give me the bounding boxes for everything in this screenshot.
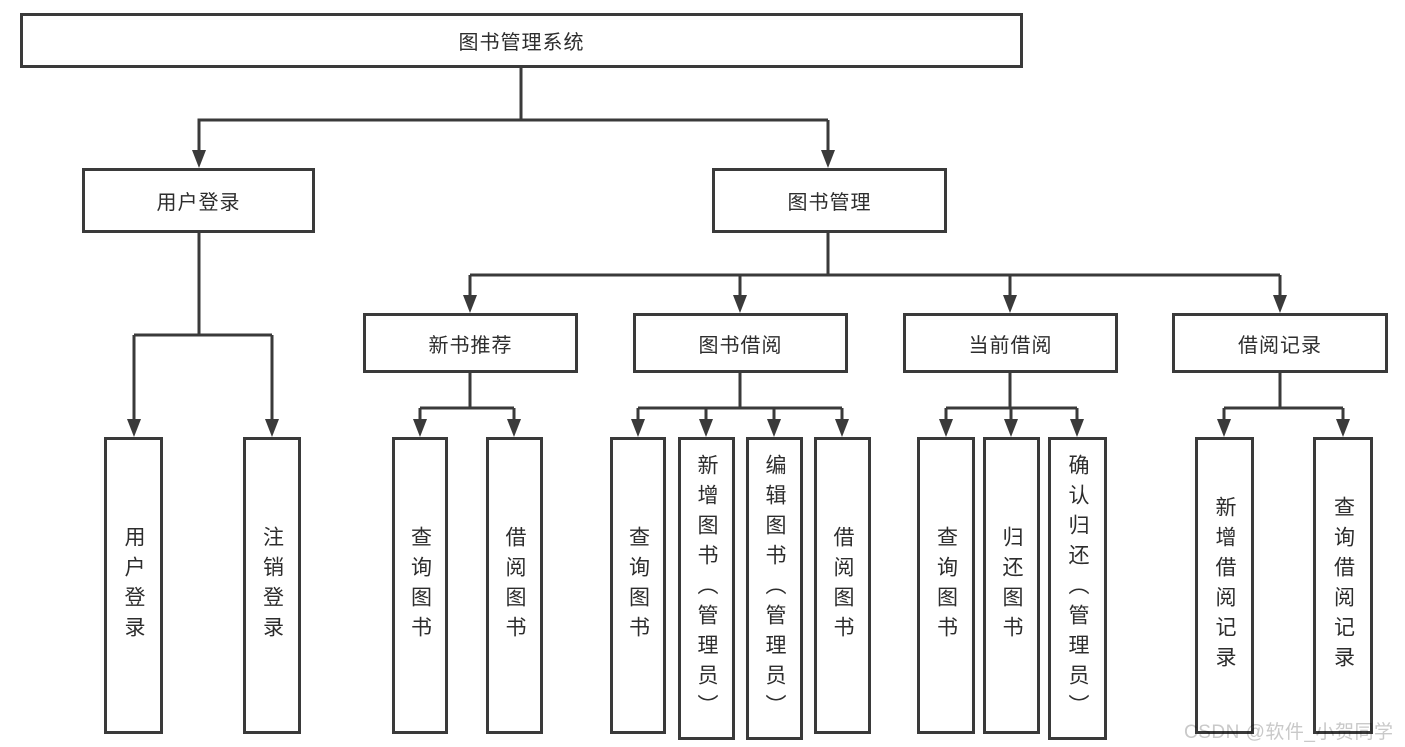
arrowhead-icon (265, 419, 279, 437)
arrowhead-icon (1004, 419, 1018, 437)
arrowhead-icon (939, 419, 953, 437)
arrowhead-icon (1336, 419, 1350, 437)
leaf-query-books-current: 查询图书 (917, 437, 975, 734)
connector-user-login (132, 233, 274, 421)
leaf-borrow-books: 借阅图书 (814, 437, 871, 734)
leaf-query-borrow-record: 查询借阅记录 (1313, 437, 1373, 734)
leaf-return-books: 归还图书 (983, 437, 1040, 734)
connector-new-book (418, 373, 516, 421)
arrowhead-icon (413, 419, 427, 437)
node-current-borrow: 当前借阅 (903, 313, 1118, 373)
node-root: 图书管理系统 (20, 13, 1023, 68)
leaf-user-login: 用户登录 (104, 437, 163, 734)
arrowhead-icon (463, 295, 477, 313)
connector-book-mgmt (468, 233, 1282, 297)
leaf-add-borrow-record: 新增借阅记录 (1195, 437, 1254, 734)
leaf-edit-books-admin: 编辑图书（管理员） (746, 437, 803, 740)
arrowhead-icon (1003, 295, 1017, 313)
node-new-book-recommend: 新书推荐 (363, 313, 578, 373)
arrowhead-icon (127, 419, 141, 437)
arrowheads (127, 150, 1350, 437)
node-book-management: 图书管理 (712, 168, 947, 233)
arrowhead-icon (767, 419, 781, 437)
leaf-add-books-admin: 新增图书（管理员） (678, 437, 735, 740)
leaf-borrow-books-recommend: 借阅图书 (486, 437, 543, 734)
connector-lines (132, 68, 1345, 421)
connector-borrow-records (1222, 373, 1345, 421)
connector-root (197, 68, 830, 152)
arrowhead-icon (1070, 419, 1084, 437)
node-user-login: 用户登录 (82, 168, 315, 233)
arrowhead-icon (631, 419, 645, 437)
arrowhead-icon (1273, 295, 1287, 313)
connector-current-borrow (944, 373, 1079, 421)
node-borrow-records: 借阅记录 (1172, 313, 1388, 373)
arrowhead-icon (699, 419, 713, 437)
leaf-query-books-recommend: 查询图书 (392, 437, 448, 734)
leaf-logout: 注销登录 (243, 437, 301, 734)
arrowhead-icon (821, 150, 835, 168)
connector-book-borrow (636, 373, 844, 421)
leaf-query-books-borrow: 查询图书 (610, 437, 666, 734)
arrowhead-icon (507, 419, 521, 437)
node-book-borrow: 图书借阅 (633, 313, 848, 373)
leaf-confirm-return-admin: 确认归还（管理员） (1048, 437, 1107, 740)
arrowhead-icon (1217, 419, 1231, 437)
arrowhead-icon (835, 419, 849, 437)
csdn-watermark: CSDN @软件_小贺同学 (1184, 722, 1394, 743)
arrowhead-icon (192, 150, 206, 168)
arrowhead-icon (733, 295, 747, 313)
